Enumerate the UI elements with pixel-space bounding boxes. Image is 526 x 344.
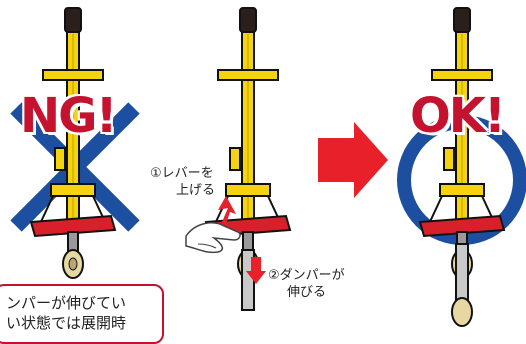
damper-down-arrow-icon	[246, 257, 266, 284]
hand-icon	[185, 222, 241, 254]
ng-label: NG!	[20, 88, 117, 144]
scooter-ok	[419, 7, 505, 327]
diagram-canvas	[10, 7, 526, 327]
warning-note-line2: い状態では展開時	[6, 314, 127, 332]
transition-arrow-icon	[318, 122, 388, 198]
lever-up-arrow-icon	[218, 196, 236, 224]
step1-label-line1: ①レバーを	[150, 166, 214, 181]
scooter-operation	[205, 7, 291, 311]
step2-label-line2: 伸びる	[287, 285, 327, 300]
warning-note-box: ンパーが伸びてい い状態では展開時	[0, 284, 164, 344]
ok-label: OK!	[410, 88, 506, 144]
diagram-stage: NG! OK! ①レバーを 上げる ②ダンパーが 伸びる ンパーが伸びてい い状…	[0, 7, 526, 344]
step2-label-line1: ②ダンパーが	[268, 268, 345, 283]
step1-label-line2: 上げる	[176, 183, 216, 198]
warning-note-line1: ンパーが伸びてい	[6, 294, 127, 312]
